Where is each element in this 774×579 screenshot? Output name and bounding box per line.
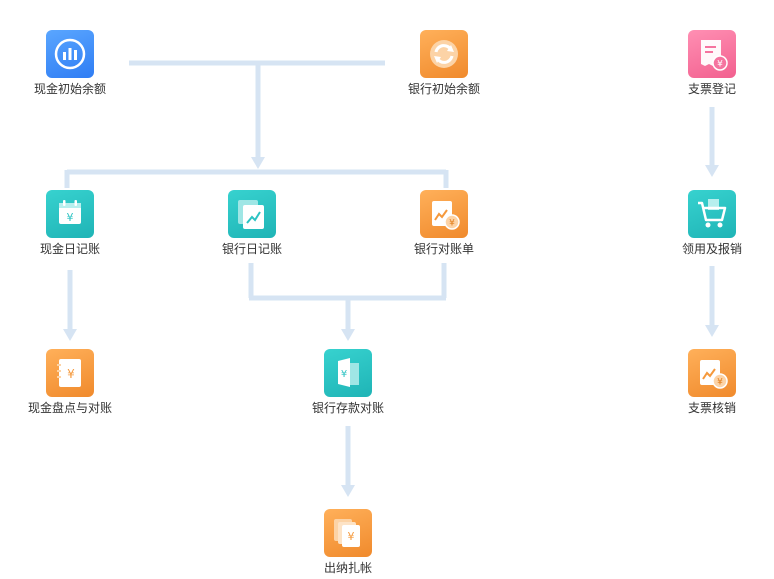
node-label: 银行存款对账 (311, 401, 384, 415)
node-cashier-closing[interactable]: ¥ 出纳扎帐 (293, 509, 403, 576)
node-bank-journal[interactable]: 银行日记账 (197, 190, 307, 257)
node-cash-initial-balance[interactable]: 现金初始余额 (15, 30, 125, 97)
node-label: 银行对账单 (413, 242, 474, 256)
chart-bars-icon (46, 30, 94, 78)
statement-yen-icon: ¥ (420, 190, 468, 238)
node-check-register[interactable]: ¥ 支票登记 (657, 30, 767, 97)
deposit-book-icon: ¥ (324, 349, 372, 397)
receipt-yen-icon: ¥ (688, 30, 736, 78)
notebook-yen-icon: ¥ (46, 349, 94, 397)
svg-text:¥: ¥ (348, 530, 355, 543)
calendar-yen-icon: ¥ (46, 190, 94, 238)
shopping-cart-icon (688, 190, 736, 238)
stacked-bills-icon: ¥ (324, 509, 372, 557)
node-label: 银行日记账 (221, 242, 282, 256)
node-bank-deposit-reconcile[interactable]: ¥ 银行存款对账 (293, 349, 403, 416)
svg-text:¥: ¥ (67, 367, 75, 381)
node-label: 现金初始余额 (33, 82, 106, 96)
node-cash-count-reconcile[interactable]: ¥ 现金盘点与对账 (15, 349, 125, 416)
node-label: 现金盘点与对账 (27, 401, 112, 415)
svg-text:¥: ¥ (717, 60, 723, 70)
ledger-chart-icon (228, 190, 276, 238)
svg-text:¥: ¥ (341, 369, 347, 380)
node-cash-journal[interactable]: ¥ 现金日记账 (15, 190, 125, 257)
node-check-writeoff[interactable]: ¥ 支票核销 (657, 349, 767, 416)
node-bank-statement[interactable]: ¥ 银行对账单 (389, 190, 499, 257)
node-label: 现金日记账 (39, 242, 100, 256)
node-label: 支票核销 (687, 401, 736, 415)
node-label: 支票登记 (687, 82, 736, 96)
svg-text:¥: ¥ (717, 378, 723, 388)
refresh-cycle-icon (420, 30, 468, 78)
node-label: 银行初始余额 (407, 82, 480, 96)
writeoff-chart-icon: ¥ (688, 349, 736, 397)
node-bank-initial-balance[interactable]: 银行初始余额 (389, 30, 499, 97)
node-label: 领用及报销 (681, 242, 742, 256)
node-label: 出纳扎帐 (323, 561, 372, 575)
svg-text:¥: ¥ (449, 219, 455, 229)
svg-text:¥: ¥ (67, 211, 74, 224)
node-receive-reimburse[interactable]: 领用及报销 (657, 190, 767, 257)
